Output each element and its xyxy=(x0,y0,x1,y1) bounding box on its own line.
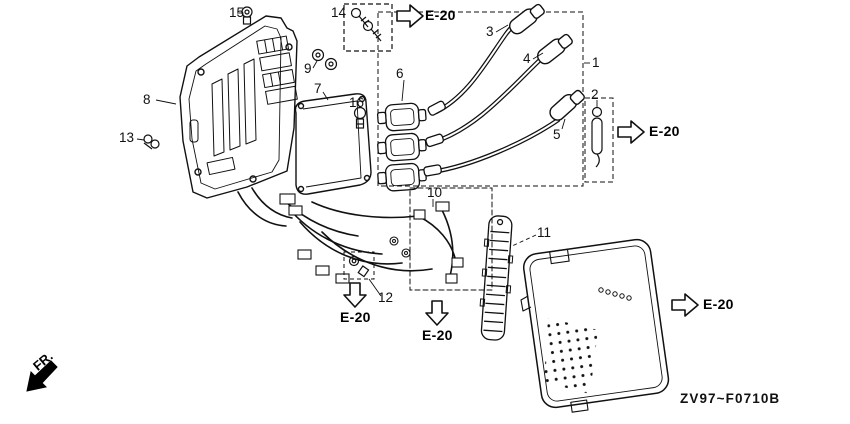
ref-label-e20-top: E-20 xyxy=(425,7,456,23)
mounting-plate-part8 xyxy=(179,15,298,199)
spark-plug-cap-part3 xyxy=(508,3,545,35)
clip-part13 xyxy=(143,134,160,150)
ignition-coils-part6 xyxy=(376,102,427,192)
part-number-1: 1 xyxy=(592,55,600,70)
spark-plug-wires xyxy=(429,13,561,175)
bolt-part16 xyxy=(353,106,367,129)
spark-plug-cap-part4 xyxy=(536,33,573,65)
ref-label-e20-right-mid: E-20 xyxy=(649,123,680,139)
part-number-14: 14 xyxy=(331,5,347,20)
arrow-right-top xyxy=(396,4,424,28)
part-number-11: 11 xyxy=(537,225,552,240)
side-cover-panel xyxy=(520,238,670,413)
bolt-part15 xyxy=(241,6,253,25)
ref-label-e20-bottom-left: E-20 xyxy=(340,309,371,325)
fr-arrow xyxy=(26,360,58,392)
ref-label-e20-right-bottom: E-20 xyxy=(703,296,734,312)
part-number-6: 6 xyxy=(396,66,404,81)
connector-strip-part11 xyxy=(479,215,514,341)
part-number-3: 3 xyxy=(486,24,494,39)
part-number-16: 16 xyxy=(349,95,365,110)
spark-plug-cap-part5 xyxy=(549,89,585,121)
grommets-part9 xyxy=(311,48,338,71)
arrow-right-mid xyxy=(617,120,645,144)
part-number-7: 7 xyxy=(314,81,322,96)
ref-arrows xyxy=(343,4,699,326)
part-number-4: 4 xyxy=(523,51,531,66)
leader-lines xyxy=(136,12,598,297)
part-number-13: 13 xyxy=(119,130,135,145)
part-number-8: 8 xyxy=(143,92,151,107)
part-number-15: 15 xyxy=(229,5,245,20)
part-number-12: 12 xyxy=(378,290,394,305)
arrow-right-bottom xyxy=(671,293,699,317)
arrow-down-mid xyxy=(425,300,449,326)
wire-terminals xyxy=(423,100,446,177)
part-number-5: 5 xyxy=(553,127,561,142)
part-number-10: 10 xyxy=(427,185,443,200)
bolt-group-part12 xyxy=(343,251,375,280)
figure-code: ZV97~F0710B xyxy=(680,391,781,406)
clamp-part2 xyxy=(584,97,614,183)
part-number-2: 2 xyxy=(591,87,599,102)
wire-harness-part10 xyxy=(237,187,493,291)
arrow-down-left xyxy=(343,282,367,308)
ref-label-e20-bottom-mid: E-20 xyxy=(422,327,453,343)
bolt-group-part14 xyxy=(343,3,393,52)
part-number-9: 9 xyxy=(304,61,312,76)
ecu-case-part7 xyxy=(294,93,372,195)
